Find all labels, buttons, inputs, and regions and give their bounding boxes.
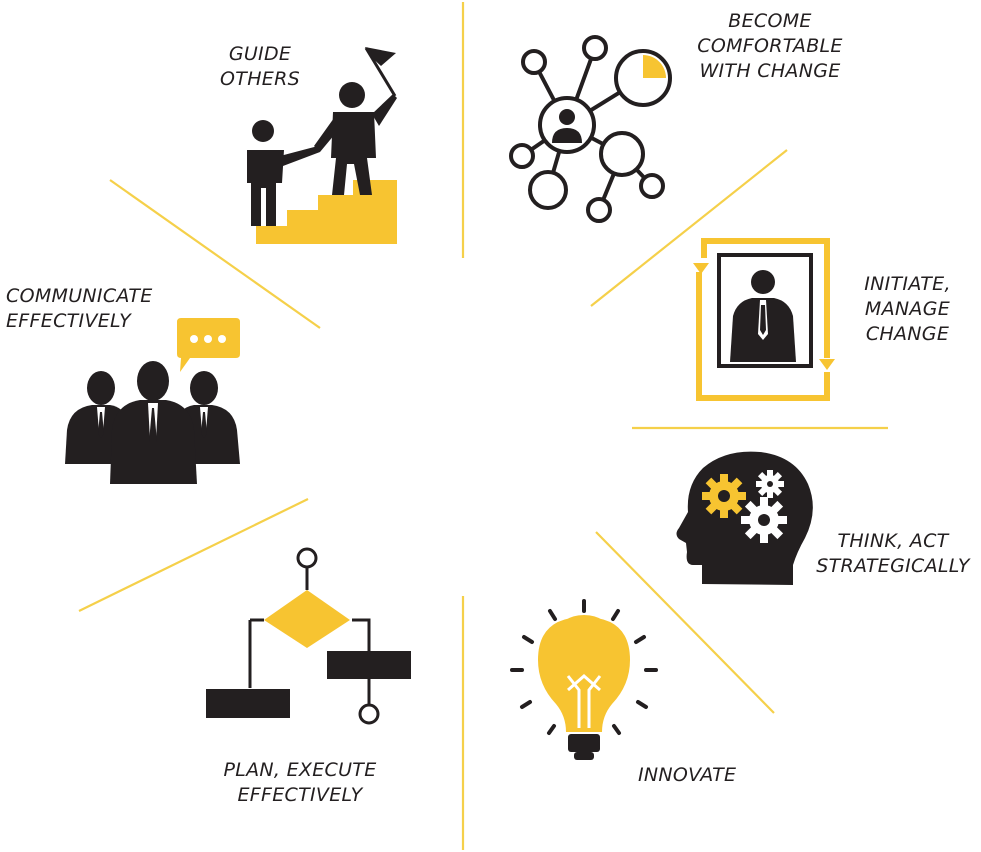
- label-line: INNOVATE: [638, 764, 737, 786]
- label-line: GUIDE: [228, 43, 292, 65]
- label-line: OTHERS: [220, 68, 300, 90]
- label-line: COMMUNICATE: [6, 285, 153, 307]
- divider-lines: [78, 2, 888, 850]
- lightbulb-icon: [510, 599, 658, 760]
- stairs-mentoring-icon: [247, 47, 397, 244]
- flowchart-icon: [206, 547, 411, 725]
- label-line: EFFECTIVELY: [6, 310, 132, 332]
- label-guide-others: GUIDE OTHERS: [205, 42, 315, 92]
- cycle-person-icon: [693, 238, 835, 401]
- label-line: WITH CHANGE: [699, 60, 841, 82]
- label-communicate: COMMUNICATE EFFECTIVELY: [6, 284, 196, 334]
- label-think-act: THINK, ACT STRATEGICALLY: [808, 529, 978, 579]
- team-speech-icon: [65, 318, 240, 484]
- head-gears-icon: [676, 451, 813, 585]
- divider-line: [595, 531, 775, 714]
- label-line: COMFORTABLE: [697, 35, 843, 57]
- label-line: MANAGE: [864, 298, 951, 320]
- label-plan-execute: PLAN, EXECUTE EFFECTIVELY: [205, 758, 395, 808]
- label-line: CHANGE: [865, 323, 950, 345]
- label-line: BECOME: [728, 10, 812, 32]
- label-line: THINK, ACT: [837, 530, 949, 552]
- divider-line: [78, 498, 309, 612]
- user-avatar-icon: [552, 109, 582, 143]
- label-become-comfortable: BECOME COMFORTABLE WITH CHANGE: [680, 9, 860, 84]
- label-line: EFFECTIVELY: [237, 784, 363, 806]
- divider-line: [590, 149, 788, 307]
- label-line: PLAN, EXECUTE: [223, 759, 377, 781]
- label-innovate: INNOVATE: [638, 763, 778, 788]
- label-line: STRATEGICALLY: [816, 555, 970, 577]
- label-line: INITIATE,: [864, 273, 951, 295]
- label-initiate-manage: INITIATE, MANAGE CHANGE: [845, 272, 970, 347]
- divider-line: [109, 179, 321, 329]
